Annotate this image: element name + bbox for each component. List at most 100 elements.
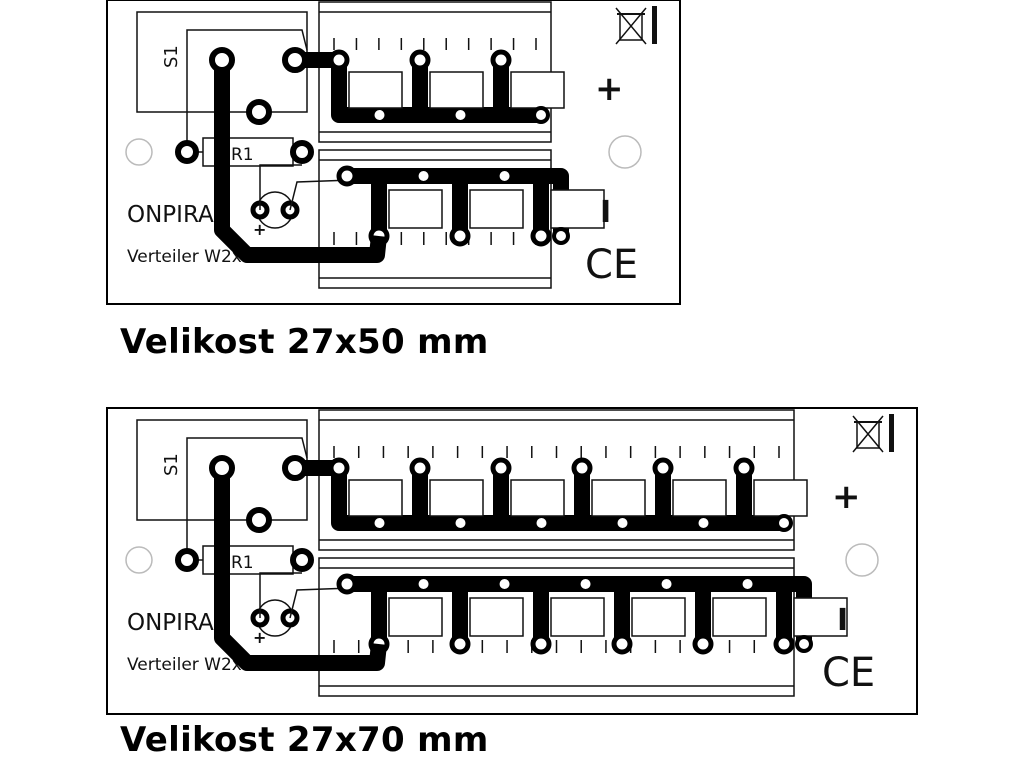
- switch-leg-line: [186, 29, 308, 145]
- via: [499, 171, 510, 181]
- led-wire: [289, 179, 353, 211]
- via: [418, 171, 429, 181]
- led-wire: [259, 572, 302, 618]
- pad: [409, 457, 431, 479]
- terminal-window: [388, 597, 443, 637]
- switch-pad: [209, 47, 235, 73]
- crossed-bin-weee-icon: [615, 6, 657, 45]
- bin-cross: [615, 7, 647, 45]
- switch-pad: [209, 455, 235, 481]
- terminal-window: [388, 189, 443, 229]
- via: [698, 518, 709, 528]
- via: [580, 171, 591, 181]
- plus-terminal-label: +: [832, 477, 861, 517]
- pad: [530, 225, 552, 247]
- pad: [336, 573, 358, 595]
- pad: [611, 633, 633, 655]
- terminal-window: [753, 479, 808, 517]
- terminal-window: [550, 597, 605, 637]
- via: [823, 579, 834, 589]
- terminal-window: [510, 71, 565, 109]
- via: [742, 579, 753, 589]
- via: [455, 110, 466, 120]
- terminal-window: [550, 189, 605, 229]
- terminal-window: [429, 71, 484, 109]
- pad: [652, 457, 674, 479]
- main-trace: [214, 60, 387, 263]
- led-plus-label: +: [253, 220, 266, 239]
- terminal-window: [672, 479, 727, 517]
- pad: [530, 633, 552, 655]
- crossed-bin-weee-icon: [852, 414, 894, 453]
- switch-label: S1: [161, 453, 182, 476]
- terminal-window: [510, 479, 565, 517]
- weee-bar: [652, 6, 657, 44]
- plus-terminal-label: +: [595, 69, 624, 109]
- bin-cross: [852, 415, 884, 453]
- pad: [571, 457, 593, 479]
- via: [418, 579, 429, 589]
- terminal-window: [429, 479, 484, 517]
- pad: [795, 635, 813, 653]
- pad: [409, 49, 431, 71]
- pad: [532, 106, 550, 124]
- terminal-window: [591, 479, 646, 517]
- resistor-label: R1: [231, 145, 254, 165]
- switch-label: S1: [161, 45, 182, 68]
- led-plus-label: +: [253, 628, 266, 647]
- via: [374, 518, 385, 528]
- switch-pad: [246, 507, 272, 533]
- pad: [733, 457, 755, 479]
- pad: [328, 457, 350, 479]
- pad: [775, 514, 793, 532]
- led-wire: [259, 164, 302, 210]
- board-size-caption-2: Velikost 27x70 mm: [120, 720, 489, 760]
- minus-terminal-label: I: [600, 195, 611, 230]
- pad: [490, 49, 512, 71]
- mounting-hole-icon: [125, 546, 153, 574]
- via: [580, 579, 591, 589]
- resistor-label: R1: [231, 553, 254, 573]
- switch-leg-line: [186, 437, 308, 553]
- terminal-window: [469, 597, 524, 637]
- pad: [449, 225, 471, 247]
- led-wire: [289, 587, 353, 619]
- minus-terminal-label: I: [837, 603, 848, 638]
- terminal-window: [793, 597, 848, 637]
- ce-mark-icon: CE: [585, 242, 638, 288]
- mounting-hole-icon: [845, 543, 879, 577]
- weee-bar: [889, 414, 894, 452]
- pad: [552, 227, 570, 245]
- pad: [490, 457, 512, 479]
- main-trace: [214, 468, 387, 671]
- resistor-pad: [290, 140, 314, 164]
- resistor-pad: [175, 140, 199, 164]
- via: [536, 518, 547, 528]
- pad: [328, 49, 350, 71]
- pad: [449, 633, 471, 655]
- ce-mark-icon: CE: [822, 650, 875, 696]
- mounting-hole-icon: [125, 138, 153, 166]
- pad: [336, 165, 358, 187]
- board-size-caption-1: Velikost 27x50 mm: [120, 322, 489, 362]
- mounting-hole-icon: [608, 135, 642, 169]
- brand-text: ONPIRA: [127, 202, 214, 228]
- switch-pad: [246, 99, 272, 125]
- via: [617, 518, 628, 528]
- terminal-window: [631, 597, 686, 637]
- pad: [692, 633, 714, 655]
- via: [499, 579, 510, 589]
- via: [455, 518, 466, 528]
- model-text: Verteiler W2x6M: [127, 247, 267, 267]
- terminal-window: [712, 597, 767, 637]
- pad: [282, 47, 308, 73]
- resistor-pad: [290, 548, 314, 572]
- pad: [282, 455, 308, 481]
- terminal-window: [348, 71, 403, 109]
- pad: [773, 633, 795, 655]
- terminal-window: [469, 189, 524, 229]
- resistor-pad: [175, 548, 199, 572]
